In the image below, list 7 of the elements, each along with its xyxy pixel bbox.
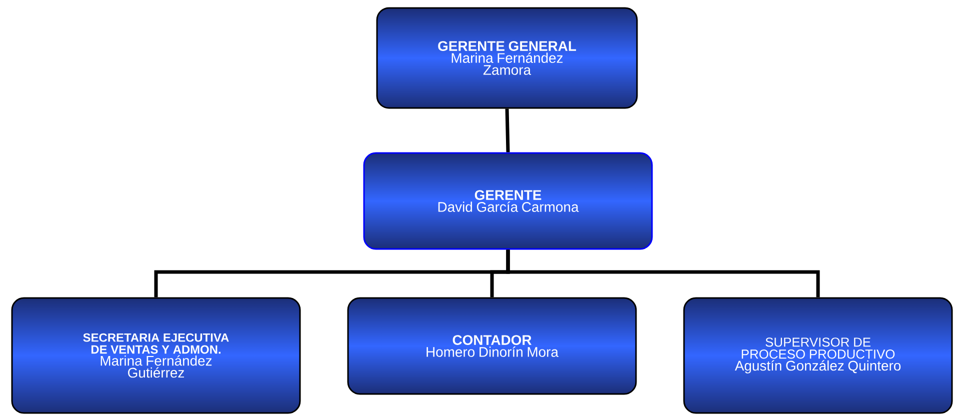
org-box: SECRETARIA EJECUTIVA DE VENTAS Y ADMON. Marina Fernández Gutiérrez [11,297,301,414]
connector-line [506,250,820,298]
org-box: CONTADOR Homero Dinorín Mora [347,297,637,395]
connector-line [505,108,510,152]
org-box: GERENTE GENERAL Marina Fernández Zamora [376,7,638,109]
org-box: GERENTE David García Carmona [363,152,653,250]
org-box: SUPERVISOR DE PROCESO PRODUCTIVO Agustín González Quintero [683,297,953,414]
